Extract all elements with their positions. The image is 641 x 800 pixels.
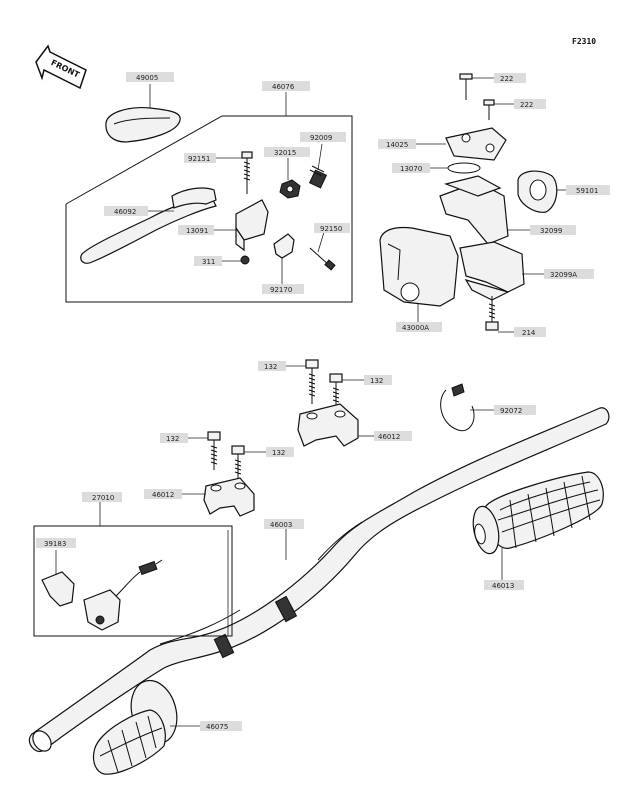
- label-32099A: 32099A: [544, 269, 594, 279]
- clamp-59101: [517, 170, 566, 213]
- svg-text:46075: 46075: [206, 723, 228, 731]
- screw-222-second: [483, 99, 514, 120]
- bolt-132-d: [231, 445, 266, 482]
- left-grip-46075: [92, 679, 200, 775]
- svg-text:32099A: 32099A: [550, 271, 577, 279]
- label-27010: 27010: [82, 492, 122, 502]
- front-arrow-icon: FRONT: [35, 44, 87, 90]
- svg-text:92170: 92170: [270, 286, 292, 294]
- label-92150: 92150: [314, 223, 350, 233]
- label-13070: 13070: [392, 163, 430, 173]
- svg-text:13070: 13070: [400, 165, 422, 173]
- label-46012-upper: 46012: [374, 431, 412, 441]
- svg-text:92151: 92151: [188, 155, 210, 163]
- label-92151: 92151: [184, 153, 216, 163]
- bolt-132-b: [329, 373, 364, 410]
- svg-text:32015: 32015: [274, 149, 296, 157]
- bolt-132-a: [286, 359, 319, 404]
- handlebar-knurl-bands: [213, 595, 298, 659]
- label-222-top: 222: [494, 73, 526, 83]
- label-59101: 59101: [566, 185, 610, 195]
- label-46012-lower: 46012: [144, 489, 182, 499]
- label-14025: 14025: [378, 139, 416, 149]
- label-46076: 46076: [262, 81, 310, 91]
- svg-text:92072: 92072: [500, 407, 522, 415]
- label-39183: 39183: [36, 538, 76, 548]
- svg-text:46076: 46076: [272, 83, 295, 91]
- svg-text:46012: 46012: [152, 491, 174, 499]
- nut-32015: [279, 158, 301, 199]
- label-132-c: 132: [160, 433, 188, 443]
- svg-text:311: 311: [202, 258, 215, 266]
- kill-switch: [83, 559, 163, 631]
- label-132-d: 132: [266, 447, 294, 457]
- figure-code: F2310: [572, 37, 596, 46]
- bolt-214: [485, 296, 514, 333]
- svg-text:32099: 32099: [540, 227, 562, 235]
- svg-text:214: 214: [522, 329, 536, 337]
- handlebar-46003: [28, 407, 610, 752]
- switch-part-92170: [273, 233, 295, 284]
- svg-text:43000A: 43000A: [402, 324, 429, 332]
- clamp-39183: [41, 550, 75, 607]
- svg-text:39183: 39183: [44, 540, 66, 548]
- svg-text:46012: 46012: [378, 433, 400, 441]
- svg-text:132: 132: [272, 449, 285, 457]
- label-32099: 32099: [530, 225, 576, 235]
- svg-text:49005: 49005: [136, 74, 158, 82]
- label-46003: 46003: [264, 519, 304, 529]
- screw-222-top: [459, 73, 494, 100]
- housing-lower-32099A: [459, 241, 544, 301]
- cover-14025: [416, 127, 507, 161]
- adjuster-92009: [308, 143, 328, 189]
- svg-text:14025: 14025: [386, 141, 408, 149]
- bolt-92150: [309, 231, 336, 271]
- lever-cover-49005: [105, 84, 181, 143]
- label-132-b: 132: [364, 375, 392, 385]
- label-92170: 92170: [262, 284, 304, 294]
- svg-text:222: 222: [500, 75, 513, 83]
- clutch-lever-46092: [80, 187, 217, 264]
- svg-text:13091: 13091: [186, 227, 208, 235]
- label-132-a: 132: [258, 361, 286, 371]
- lower-clamp-46012: [182, 477, 255, 517]
- throttle-housing-32099: [439, 175, 530, 245]
- label-43000A: 43000A: [396, 322, 442, 332]
- svg-text:92009: 92009: [310, 134, 332, 142]
- label-13091: 13091: [178, 225, 214, 235]
- label-46092: 46092: [104, 206, 148, 216]
- cable-guide-92072: [440, 383, 494, 432]
- throttle-grip-46013: [472, 471, 604, 580]
- svg-text:92150: 92150: [320, 225, 342, 233]
- svg-text:46092: 46092: [114, 208, 136, 216]
- label-214: 214: [514, 327, 546, 337]
- upper-clamp-46012: [297, 403, 374, 447]
- svg-text:132: 132: [166, 435, 179, 443]
- label-49005: 49005: [126, 72, 174, 82]
- label-46013: 46013: [484, 580, 524, 590]
- label-92009: 92009: [300, 132, 346, 142]
- lever-assembly-box: [65, 92, 353, 303]
- bolt-132-c: [188, 431, 221, 470]
- svg-text:132: 132: [370, 377, 383, 385]
- svg-text:222: 222: [520, 101, 533, 109]
- svg-text:59101: 59101: [576, 187, 598, 195]
- label-222-second: 222: [514, 99, 546, 109]
- lever-holder-13091: [214, 199, 269, 265]
- svg-text:132: 132: [264, 363, 277, 371]
- switch-assembly-box: [33, 502, 233, 637]
- svg-text:27010: 27010: [92, 494, 114, 502]
- svg-text:46003: 46003: [270, 521, 292, 529]
- label-46075: 46075: [200, 721, 242, 731]
- label-92072: 92072: [494, 405, 536, 415]
- gasket-13070: [430, 162, 481, 174]
- housing-body-43000A: [379, 226, 459, 322]
- bolt-92151: [214, 151, 253, 194]
- label-32015: 32015: [264, 147, 310, 157]
- label-311: 311: [194, 256, 222, 266]
- svg-text:46013: 46013: [492, 582, 514, 590]
